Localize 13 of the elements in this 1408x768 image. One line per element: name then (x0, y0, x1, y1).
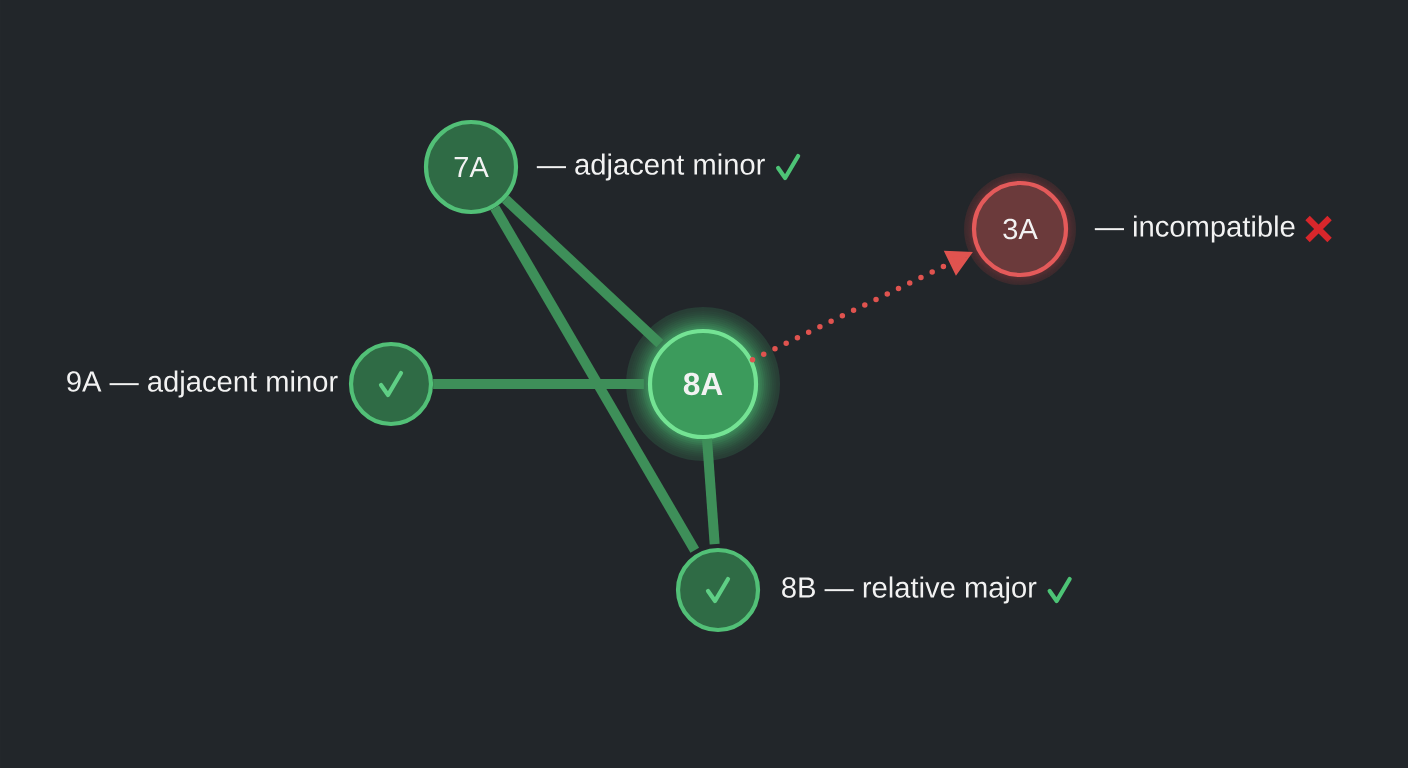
circle-node: 7A (423, 119, 519, 215)
connector (490, 205, 700, 553)
circle-node: 8A (647, 328, 759, 440)
node-caption: 8B — relative major (782, 576, 1037, 604)
connector (702, 438, 720, 545)
node-caption: — adjacent minor (536, 153, 765, 181)
circle-node: 3A (971, 180, 1069, 278)
circle-node (348, 341, 434, 427)
connector (502, 195, 664, 348)
node-caption: 9A — adjacent minor (67, 370, 338, 398)
circle-node (675, 547, 761, 633)
connector (433, 379, 644, 389)
node-caption: — incompatible (1094, 215, 1295, 243)
